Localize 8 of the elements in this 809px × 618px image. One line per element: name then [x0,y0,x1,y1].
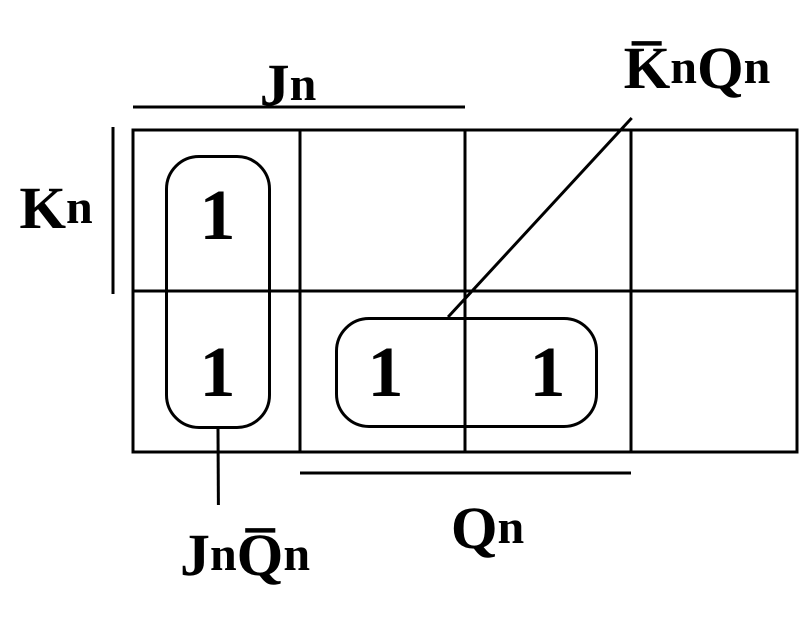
cell-value: 1 [198,332,236,412]
cell-value: 1 [528,332,566,412]
leader-line [446,116,633,318]
grouping-loop [335,317,598,428]
grouping-loop [165,155,271,429]
cell-value: 1 [366,332,404,412]
leader-line [216,428,220,506]
cell-value: 1 [198,175,236,255]
